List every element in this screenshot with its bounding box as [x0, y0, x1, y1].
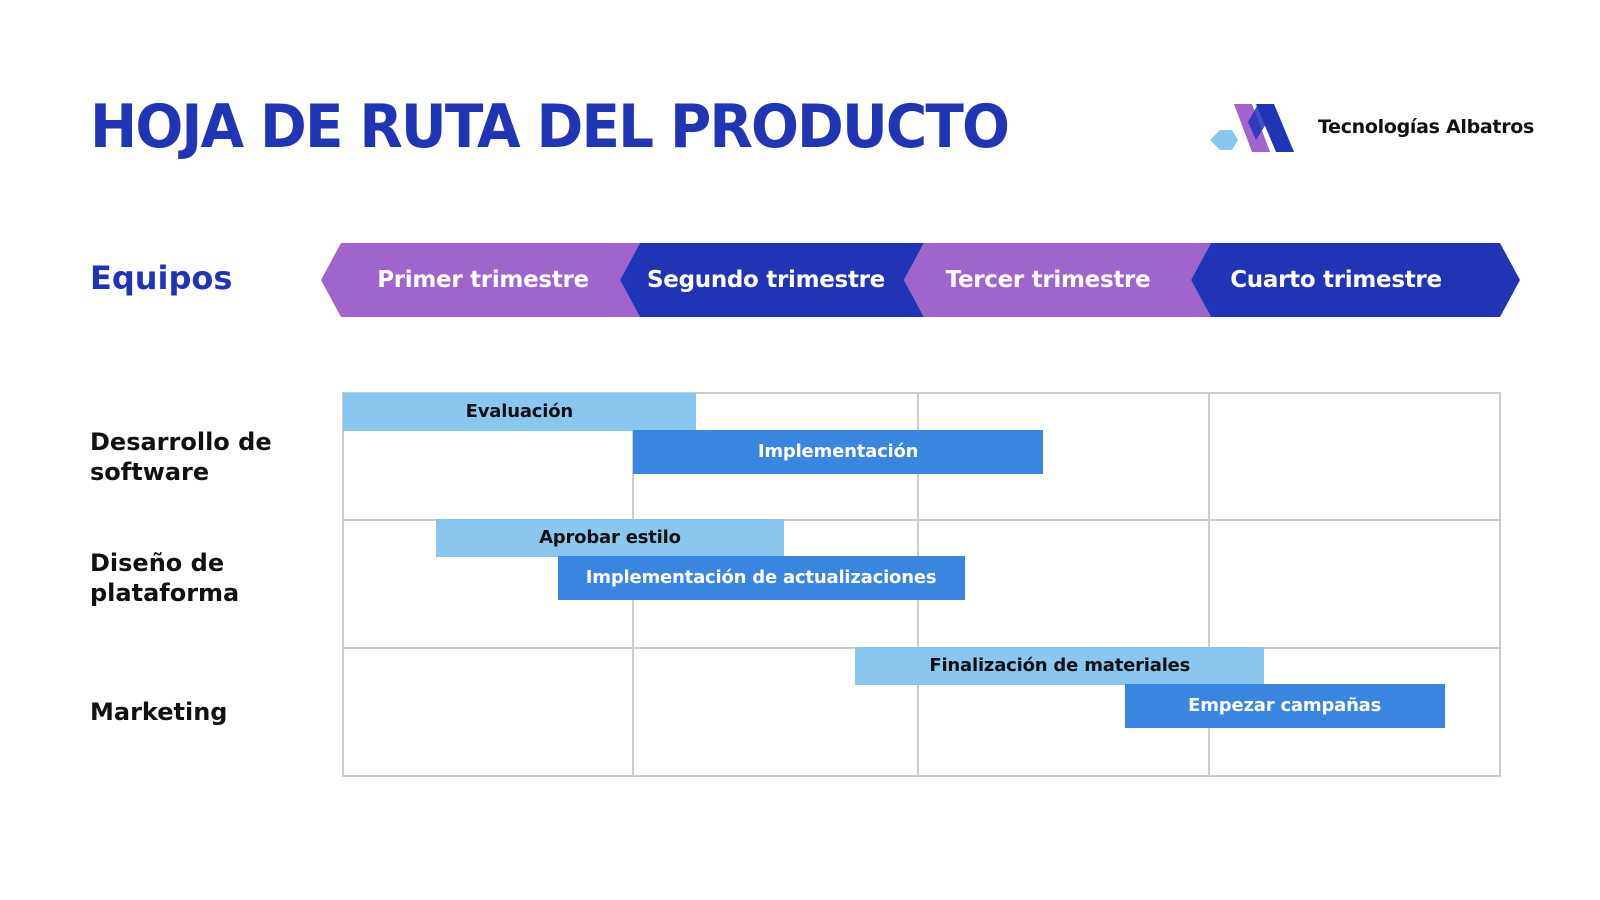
quarter-arrow-1	[321, 243, 640, 317]
task-bar: Evaluación	[343, 393, 696, 431]
company-name: Tecnologías Albatros	[1318, 116, 1535, 138]
task-bar: Implementación	[633, 430, 1044, 474]
quarter-label-4: Cuarto trimestre	[1230, 267, 1442, 293]
quarter-label-3: Tercer trimestre	[945, 267, 1151, 293]
quarter-label-2: Segundo trimestre	[647, 267, 885, 293]
task-bar: Finalización de materiales	[855, 647, 1265, 685]
team-label-software: Desarrollo de software	[90, 428, 272, 486]
team-label-marketing: Marketing	[90, 698, 228, 726]
task-bar: Implementación de actualizaciones	[557, 556, 965, 600]
page-title: HOJA DE RUTA DEL PRODUCTO	[90, 92, 1010, 162]
teams-heading: Equipos	[90, 259, 233, 297]
team-label-platform: Diseño de plataforma	[90, 549, 240, 607]
quarter-arrow-2	[620, 243, 924, 317]
task-bar: Aprobar estilo	[435, 519, 785, 557]
task-bar: Empezar campañas	[1124, 684, 1445, 728]
quarter-arrow-4	[1191, 243, 1520, 317]
quarter-label-1: Primer trimestre	[377, 267, 589, 293]
quarter-arrow-3	[904, 243, 1211, 317]
albatros-logo-icon	[1210, 104, 1294, 152]
